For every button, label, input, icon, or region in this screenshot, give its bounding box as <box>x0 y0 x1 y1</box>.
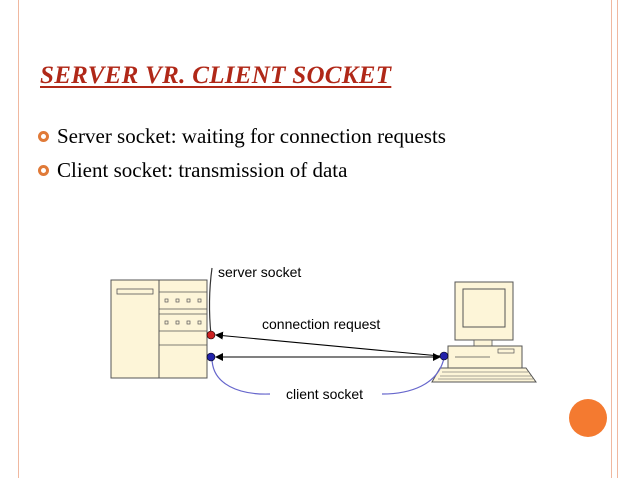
desktop-computer-icon <box>431 281 537 383</box>
client-socket-label: client socket <box>286 386 363 402</box>
right-border-line <box>611 0 612 478</box>
server-client-socket-dot <box>206 352 216 362</box>
bullet-text: Client socket: transmission of data <box>57 158 348 182</box>
server-socket-connector <box>209 267 213 336</box>
bullet-item: Server socket: waiting for connection re… <box>38 124 446 149</box>
connection-request-arrow <box>215 331 441 357</box>
accent-dot <box>569 399 607 437</box>
bullet-ring-icon <box>38 131 49 142</box>
left-border-line <box>18 0 19 478</box>
slide-title: SERVER VR. CLIENT SOCKET <box>40 62 392 89</box>
client-socket-connector-right <box>381 357 445 395</box>
bullet-text: Server socket: waiting for connection re… <box>57 124 446 148</box>
server-socket-dot <box>206 330 216 340</box>
right-border-line-outer <box>617 0 618 478</box>
bullet-ring-icon <box>38 165 49 176</box>
connection-request-label: connection request <box>262 316 380 332</box>
server-socket-label: server socket <box>218 264 301 280</box>
server-tower-icon <box>110 279 208 379</box>
client-socket-connector <box>211 357 271 395</box>
bullet-item: Client socket: transmission of data <box>38 158 347 183</box>
client-socket-dot <box>439 351 449 361</box>
